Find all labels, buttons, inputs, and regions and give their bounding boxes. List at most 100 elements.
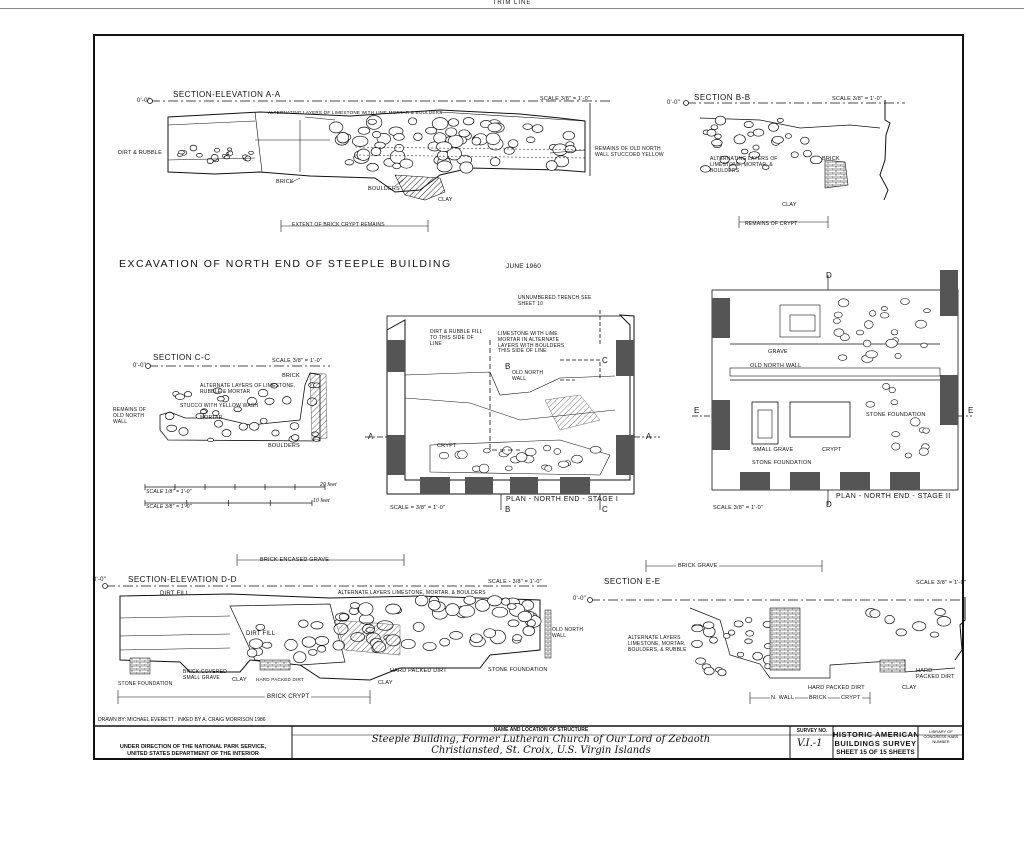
note-dd-alternate: ALTERNATE LAYERS LIMESTONE, MORTAR, & BO…: [338, 590, 486, 596]
rubble-stone: [282, 396, 292, 405]
rubble-stone: [589, 446, 602, 454]
drawing-frame: [93, 34, 964, 760]
structure-location: Christiansted, St. Croix, U.S. Virgin Is…: [431, 745, 651, 756]
rubble-stone: [210, 154, 219, 161]
rubble-stone: [863, 320, 874, 329]
rubble-stone: [293, 651, 307, 664]
rubble-stone: [526, 136, 536, 144]
rubble-stone: [259, 417, 268, 425]
rubble-stone: [475, 599, 490, 612]
rubble-stone: [449, 631, 463, 640]
rubble-stone: [522, 123, 533, 130]
rubble-stone: [270, 383, 278, 389]
direction-line-1: UNDER DIRECTION OF THE NATIONAL PARK SER…: [119, 744, 267, 750]
loc-habs-number: LIBRARY OF CONGRESS HABS NUMBER: [923, 729, 959, 744]
rubble-stone: [457, 450, 468, 459]
note-aa-alternating: ALTERNATING LAYERS OF LIMESTONE WITH LIM…: [268, 110, 443, 115]
rubble-stone: [370, 147, 382, 157]
rubble-stone: [904, 452, 912, 459]
rubble-stone: [247, 397, 257, 406]
mark-a-left: A: [368, 432, 374, 441]
rubble-stone: [772, 135, 784, 144]
rubble-stone: [728, 164, 737, 171]
survey-no-header: SURVEY NO.: [796, 728, 828, 734]
rubble-stone: [558, 460, 569, 468]
rubble-stone: [487, 122, 502, 133]
rubble-stone: [367, 118, 377, 125]
rubble-stone: [512, 634, 523, 642]
rubble-stone: [884, 615, 895, 625]
rubble-stone: [213, 147, 221, 153]
rubble-stone: [233, 406, 242, 412]
rubble-stone: [445, 603, 460, 616]
note-cc-alternate: ALTERNATE LAYERS OF LIMESTONE, RUBBLE & …: [200, 383, 296, 395]
rubble-stone: [744, 638, 753, 644]
rubble-stone: [543, 445, 551, 452]
section-cc-title: SECTION C-C: [153, 353, 211, 362]
note-aa-clay: CLAY: [438, 197, 453, 203]
note-bb-brick: BRICK: [822, 156, 840, 162]
rubble-stone: [502, 446, 513, 455]
rubble-stone: [504, 465, 513, 471]
section-ee-datum: 0'-0": [573, 596, 586, 602]
note-p2-small-grave: SMALL GRAVE: [753, 447, 794, 453]
rubble-stone: [837, 354, 848, 361]
scale-bar-1-label: SCALE 1/8" = 1'-0": [146, 489, 192, 495]
rubble-stone: [743, 121, 754, 128]
trim-line-label: TRIM LINE: [492, 0, 532, 6]
rubble-stone: [733, 134, 746, 145]
note-dd-hard-packed-2: HARD PACKED DIRT: [390, 668, 447, 674]
rubble-stone: [478, 463, 490, 474]
rubble-stone: [880, 312, 890, 319]
rubble-stone: [936, 616, 952, 627]
note-p1-dirt-rubble: DIRT & RUBBLE FILL TO THIS SIDE OF LINE: [430, 329, 483, 347]
rubble-stone: [728, 629, 736, 636]
habs-line-1: HISTORIC AMERICAN: [833, 730, 920, 739]
rubble-stone: [238, 422, 248, 431]
mark-a-right: A: [646, 432, 652, 441]
rubble-stone: [255, 623, 266, 631]
rubble-stone: [207, 437, 214, 443]
rubble-stone: [832, 318, 841, 324]
note-ee-n-wall: N. WALL: [770, 695, 796, 702]
rubble-stone: [458, 129, 470, 138]
scale-bar-2-label: SCALE 3/8" = 1'-0": [146, 504, 192, 510]
rubble-stone: [310, 621, 324, 630]
rubble-stone: [356, 148, 371, 161]
section-ee: [587, 560, 966, 704]
rubble-stone: [462, 117, 475, 126]
section-aa: [147, 98, 610, 232]
rubble-stone: [891, 442, 901, 451]
rubble-stone: [483, 628, 497, 639]
rubble-stone: [164, 412, 175, 420]
rubble-stone: [894, 352, 902, 359]
rubble-stone: [833, 311, 843, 318]
rubble-stone: [865, 350, 878, 359]
rubble-stone: [436, 160, 453, 173]
plan-stage-1: [365, 310, 660, 510]
scale-bar-2-end: 10 feet: [313, 498, 330, 504]
note-ee-brick-grave: BRICK GRAVE: [676, 563, 720, 570]
rubble-stone: [717, 668, 727, 677]
rubble-stone: [869, 609, 881, 618]
rubble-stone: [338, 613, 349, 621]
rubble-stone: [438, 452, 449, 460]
rubble-stone: [862, 339, 872, 348]
note-aa-remains: REMAINS OF OLD NORTH WALL STUCCOED YELLO…: [595, 146, 664, 158]
mark-c-top: C: [602, 356, 609, 365]
rubble-stone: [888, 386, 896, 394]
rubble-stone: [448, 118, 459, 127]
section-aa-datum: 0'-0": [137, 98, 150, 104]
note-aa-extent: EXTENT OF BRICK CRYPT REMAINS: [292, 222, 385, 228]
note-dd-dirt-fill-2: DIRT FILL: [246, 631, 276, 637]
rubble-stone: [393, 133, 405, 141]
rubble-stone: [522, 625, 536, 637]
habs-line-2: BUILDINGS SURVEY: [834, 739, 917, 748]
rubble-stone: [366, 163, 379, 172]
rubble-stone: [372, 131, 382, 139]
rubble-stone: [175, 393, 185, 400]
section-cc: [144, 363, 330, 506]
rubble-stone: [352, 135, 369, 147]
note-bb-remains: REMAINS OF CRYPT: [745, 221, 798, 227]
drawn-by: DRAWN BY: MICHAEL EVERETT . INKED BY A. …: [98, 717, 266, 723]
